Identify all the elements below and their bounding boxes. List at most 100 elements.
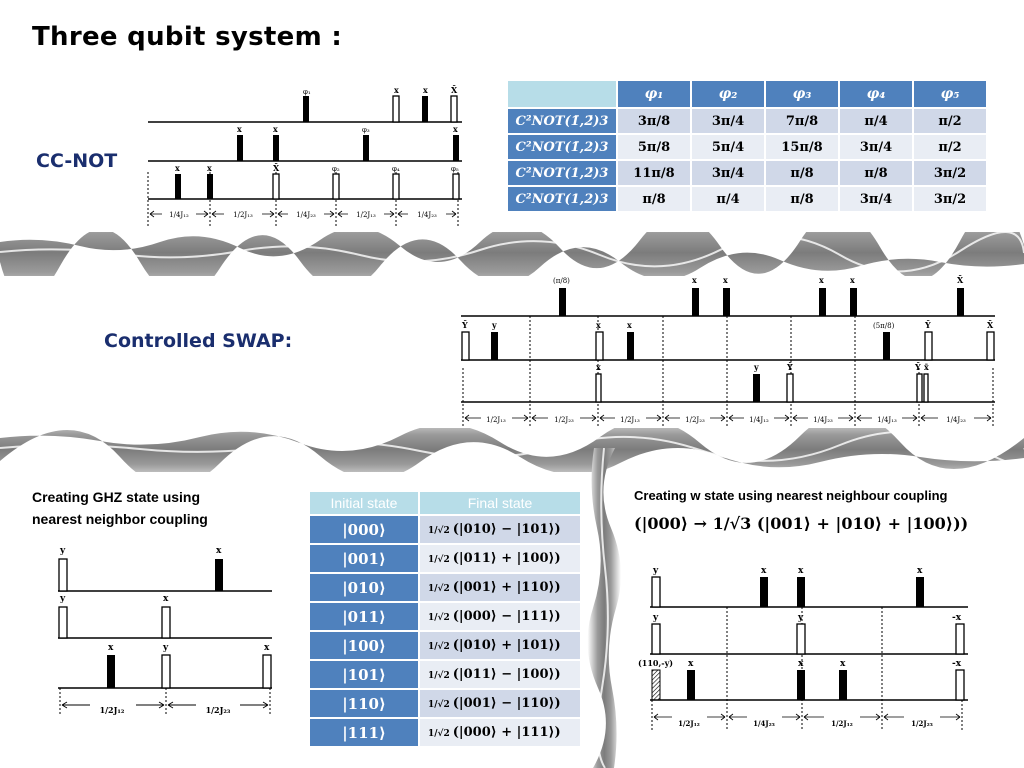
final-state-cell: 1/√2(|011⟩ + |100⟩): [418, 543, 582, 574]
pulse-label: (π/8): [553, 277, 570, 285]
frac-1-sqrt2: 1/√2: [428, 613, 450, 623]
table-cell: 5π/4: [690, 133, 766, 161]
timing-label: 1/2J₁₂: [678, 719, 700, 728]
timing-label: 1/4J₁₂: [169, 211, 189, 219]
timing-label: 1/2J₂₃: [685, 416, 705, 424]
timing-label: 1/4J₂₃: [417, 211, 437, 219]
timing-label: 1/2J₁₂: [831, 719, 853, 728]
final-state: (|001⟩ + |110⟩): [452, 580, 561, 595]
initial-state: |011⟩: [308, 601, 420, 632]
pulse-label: x: [264, 643, 270, 653]
pulse-5pi8: [883, 332, 890, 360]
row-header: C²NOT(1,2̄)3: [506, 159, 618, 187]
table-cell: 3π/4: [690, 107, 766, 135]
timing-label: 1/2J₂₃: [206, 705, 231, 715]
pulse-label: x: [627, 320, 632, 330]
pulse-label: x: [917, 566, 923, 576]
pulse-label: x: [237, 124, 242, 134]
pulse-label: y: [59, 594, 66, 604]
pulse-x: [237, 135, 243, 161]
pulse-label: x: [207, 163, 212, 173]
pulse-x: [687, 670, 695, 700]
pulse-minus-x-open: [955, 623, 965, 655]
col-header: 𝝋₅: [912, 79, 988, 109]
pulse-x-open: [161, 606, 171, 639]
timing-label: 1/2J₁₃: [233, 211, 253, 219]
table-cell: π/2: [912, 107, 988, 135]
pulse-x: [175, 174, 181, 199]
pulse-label: x: [596, 362, 601, 372]
pulse-x: [627, 332, 634, 360]
pulse-x: [692, 288, 699, 316]
ccnot-label: CC-NOT: [36, 150, 118, 172]
table-cell: 7π/8: [764, 107, 840, 135]
frac-1-sqrt2: 1/√2: [428, 584, 450, 594]
pulse-label: Ȳ: [924, 320, 931, 330]
pulse-label: x: [108, 643, 114, 653]
pulse-label: x: [596, 320, 601, 330]
final-state-cell: 1/√2(|001⟩ + |110⟩): [418, 572, 582, 603]
pulse-label: Ȳ: [461, 320, 468, 330]
table-cell: 11π/8: [616, 159, 692, 187]
pulse-label: x: [216, 546, 222, 556]
pulse-x: [850, 288, 857, 316]
pulse-x-open: [923, 373, 929, 403]
initial-state: |001⟩: [308, 543, 420, 574]
pulse-label: X̄: [987, 320, 994, 330]
pulse-label: x: [761, 566, 767, 576]
table-cell: 5π/8: [616, 133, 692, 161]
frac-1-sqrt2: 1/√2: [428, 555, 450, 565]
pulse-x: [207, 174, 213, 199]
pulse-x: [422, 96, 428, 122]
initial-state: |000⟩: [308, 514, 420, 545]
pulse-label: Ȳ: [786, 362, 793, 372]
ghz-state-table: Initial state Final state |000⟩ 1/√2(|01…: [308, 490, 582, 748]
table-cell: π/8: [616, 185, 692, 213]
pulse-label: x: [688, 659, 694, 669]
table-cell: π/2: [912, 133, 988, 161]
pulse-label: y: [162, 643, 169, 653]
timing-label: 1/2J₁₃: [356, 211, 376, 219]
pulse-label: y: [491, 320, 497, 330]
pulse-y-open: [161, 654, 171, 689]
pulse-label: x: [850, 275, 855, 285]
pulse-label: y: [797, 613, 804, 623]
pulse-label: x: [453, 124, 458, 134]
initial-state: |111⟩: [308, 717, 420, 748]
pulse-x: [215, 559, 223, 591]
pulse-label: X̄: [273, 163, 280, 173]
pulse-ybar-open: [461, 331, 470, 361]
final-state: (|010⟩ + |101⟩): [452, 638, 561, 653]
pulse-minus-x-open: [955, 669, 965, 701]
pulse-label: x̄: [924, 362, 929, 372]
table-cell: 3π/2: [912, 159, 988, 187]
frac-1-sqrt2: 1/√2: [428, 526, 450, 536]
wstate-pulse-diagram: y x x x y y -x (110,-y) x x x -x 1/2J₁₂ …: [638, 566, 968, 730]
pulse-x: [723, 288, 730, 316]
timing-label: 1/4J₁₂: [749, 416, 769, 424]
pulse-y: [491, 332, 498, 360]
col-header: 𝝋₃: [764, 79, 840, 109]
pulse-ybar-open: [924, 331, 933, 361]
pulse-x: [273, 135, 279, 161]
timing-label: 1/4J₂₃: [296, 211, 316, 219]
ccnot-pulse-diagram: φ₁ x x X̄ x x φ₃ x x x X̄ φ₂ φ₄ φ₅ 1/4J₁…: [147, 85, 462, 226]
final-state: (|010⟩ − |101⟩): [452, 522, 561, 537]
col-header: 𝝋₂: [690, 79, 766, 109]
timing-label: 1/2J₂₃: [554, 416, 574, 424]
pulse-label: (110,-y): [638, 658, 673, 668]
pulse-label: φ₄: [392, 165, 400, 173]
pulse-label: x: [394, 85, 399, 95]
timing-label: 1/2J₁₃: [486, 416, 506, 424]
frac-1-sqrt2: 1/√2: [428, 671, 450, 681]
pulse-label: y: [59, 546, 66, 556]
initial-state: |010⟩: [308, 572, 420, 603]
pulse-label: x: [819, 275, 824, 285]
pulse-label: x: [423, 85, 428, 95]
ghz-pulse-diagram: y x y x x y x 1/2J₁₂ 1/2J₂₃: [58, 546, 272, 716]
table-cell: 3π/4: [838, 185, 914, 213]
pulse-ybar-open: [916, 373, 923, 403]
initial-state: |100⟩: [308, 630, 420, 661]
pulse-label: φ₃: [362, 126, 370, 134]
pulse-x: [453, 135, 459, 161]
